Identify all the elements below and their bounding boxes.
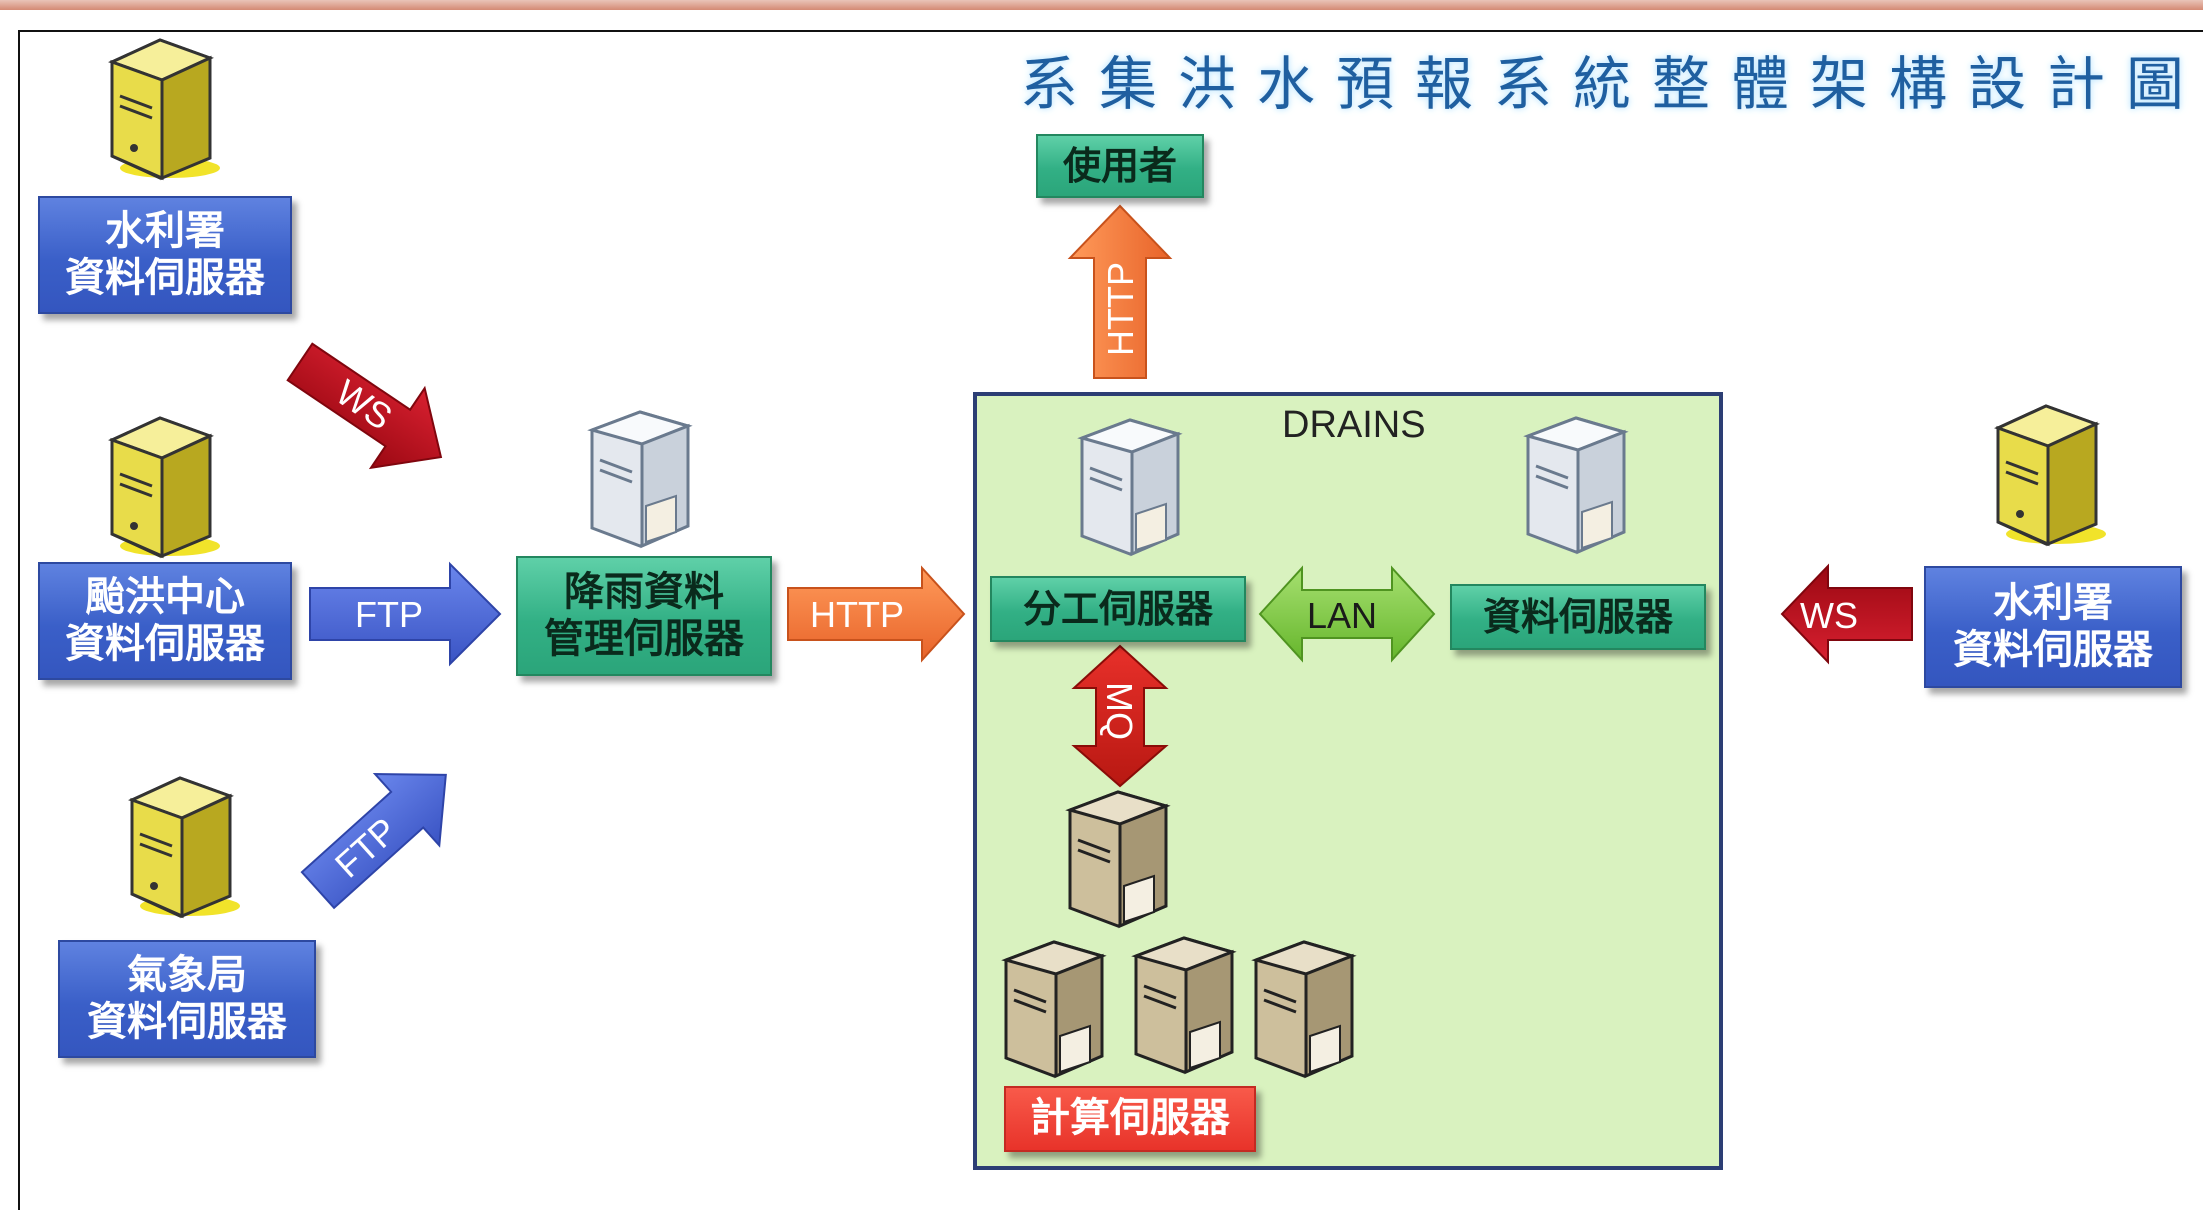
data-server-label: 資料伺服器 [1482, 594, 1673, 639]
mq-label: MQ [1099, 682, 1140, 740]
server-yellow-icon [108, 416, 220, 559]
wra-right-server-box: 水利署 資料伺服器 [1924, 566, 2182, 688]
wra-left-server-box: 水利署 資料伺服器 [38, 196, 292, 314]
server-tan-icon [1131, 936, 1237, 1075]
http-rain-arrow: HTTP [787, 565, 966, 663]
ftp-cwb-arrow: FTP [300, 773, 447, 910]
rain-mgmt-server-box: 降雨資料 管理伺服器 [516, 556, 772, 676]
user-label: 使用者 [1062, 143, 1177, 188]
rain-mgmt-line2: 管理伺服器 [544, 616, 744, 662]
server-yellow-icon [108, 38, 220, 181]
typhoon-line1: 颱洪中心 [85, 573, 245, 620]
cwb-line1: 氣象局 [127, 951, 247, 998]
server-white-icon [1523, 416, 1629, 555]
server-tan-icon [1001, 940, 1107, 1079]
dispatch-server-box: 分工伺服器 [990, 576, 1246, 642]
server-yellow-icon [1994, 404, 2106, 547]
server-tan-icon [1065, 790, 1171, 929]
wra-right-line1: 水利署 [1993, 579, 2113, 626]
ftp-typhoon-arrow: FTP [309, 561, 502, 667]
diagram-frame [18, 30, 2203, 1210]
http-rain-label: HTTP [810, 594, 904, 635]
typhoon-line2: 資料伺服器 [65, 621, 265, 667]
wra-left-line1: 水利署 [105, 207, 225, 254]
ws-left-arrow: WS [286, 342, 443, 470]
ws-right-arrow [1780, 563, 1913, 665]
ftp-typhoon-label: FTP [355, 594, 423, 635]
server-white-icon [587, 410, 693, 549]
http-user-arrow: HTTP [1067, 204, 1173, 379]
http-user-label: HTTP [1100, 262, 1141, 356]
data-server-box: 資料伺服器 [1450, 584, 1706, 650]
server-white-icon [1077, 418, 1183, 557]
server-tan-icon [1251, 940, 1357, 1079]
user-box: 使用者 [1036, 134, 1204, 198]
cwb-server-box: 氣象局 資料伺服器 [58, 940, 316, 1058]
mq-arrow: MQ [1071, 644, 1169, 788]
dispatch-label: 分工伺服器 [1022, 586, 1213, 631]
compute-label: 計算伺服器 [1030, 1095, 1230, 1142]
drains-label: DRAINS [1282, 404, 1426, 446]
server-yellow-icon [128, 776, 240, 919]
top-border [0, 0, 2203, 10]
ws-right-label: WS [1800, 595, 1858, 636]
lan-label: LAN [1307, 595, 1377, 636]
compute-server-box: 計算伺服器 [1004, 1086, 1256, 1152]
diagram-title: 系集洪水預報系統整體架構設計圖 [1020, 50, 2203, 118]
rain-mgmt-line1: 降雨資料 [564, 568, 724, 615]
wra-right-line2: 資料伺服器 [1953, 627, 2153, 673]
lan-arrow: LAN [1258, 565, 1436, 663]
typhoon-server-box: 颱洪中心 資料伺服器 [38, 562, 292, 680]
cwb-line2: 資料伺服器 [87, 999, 287, 1045]
wra-left-line2: 資料伺服器 [65, 255, 265, 301]
